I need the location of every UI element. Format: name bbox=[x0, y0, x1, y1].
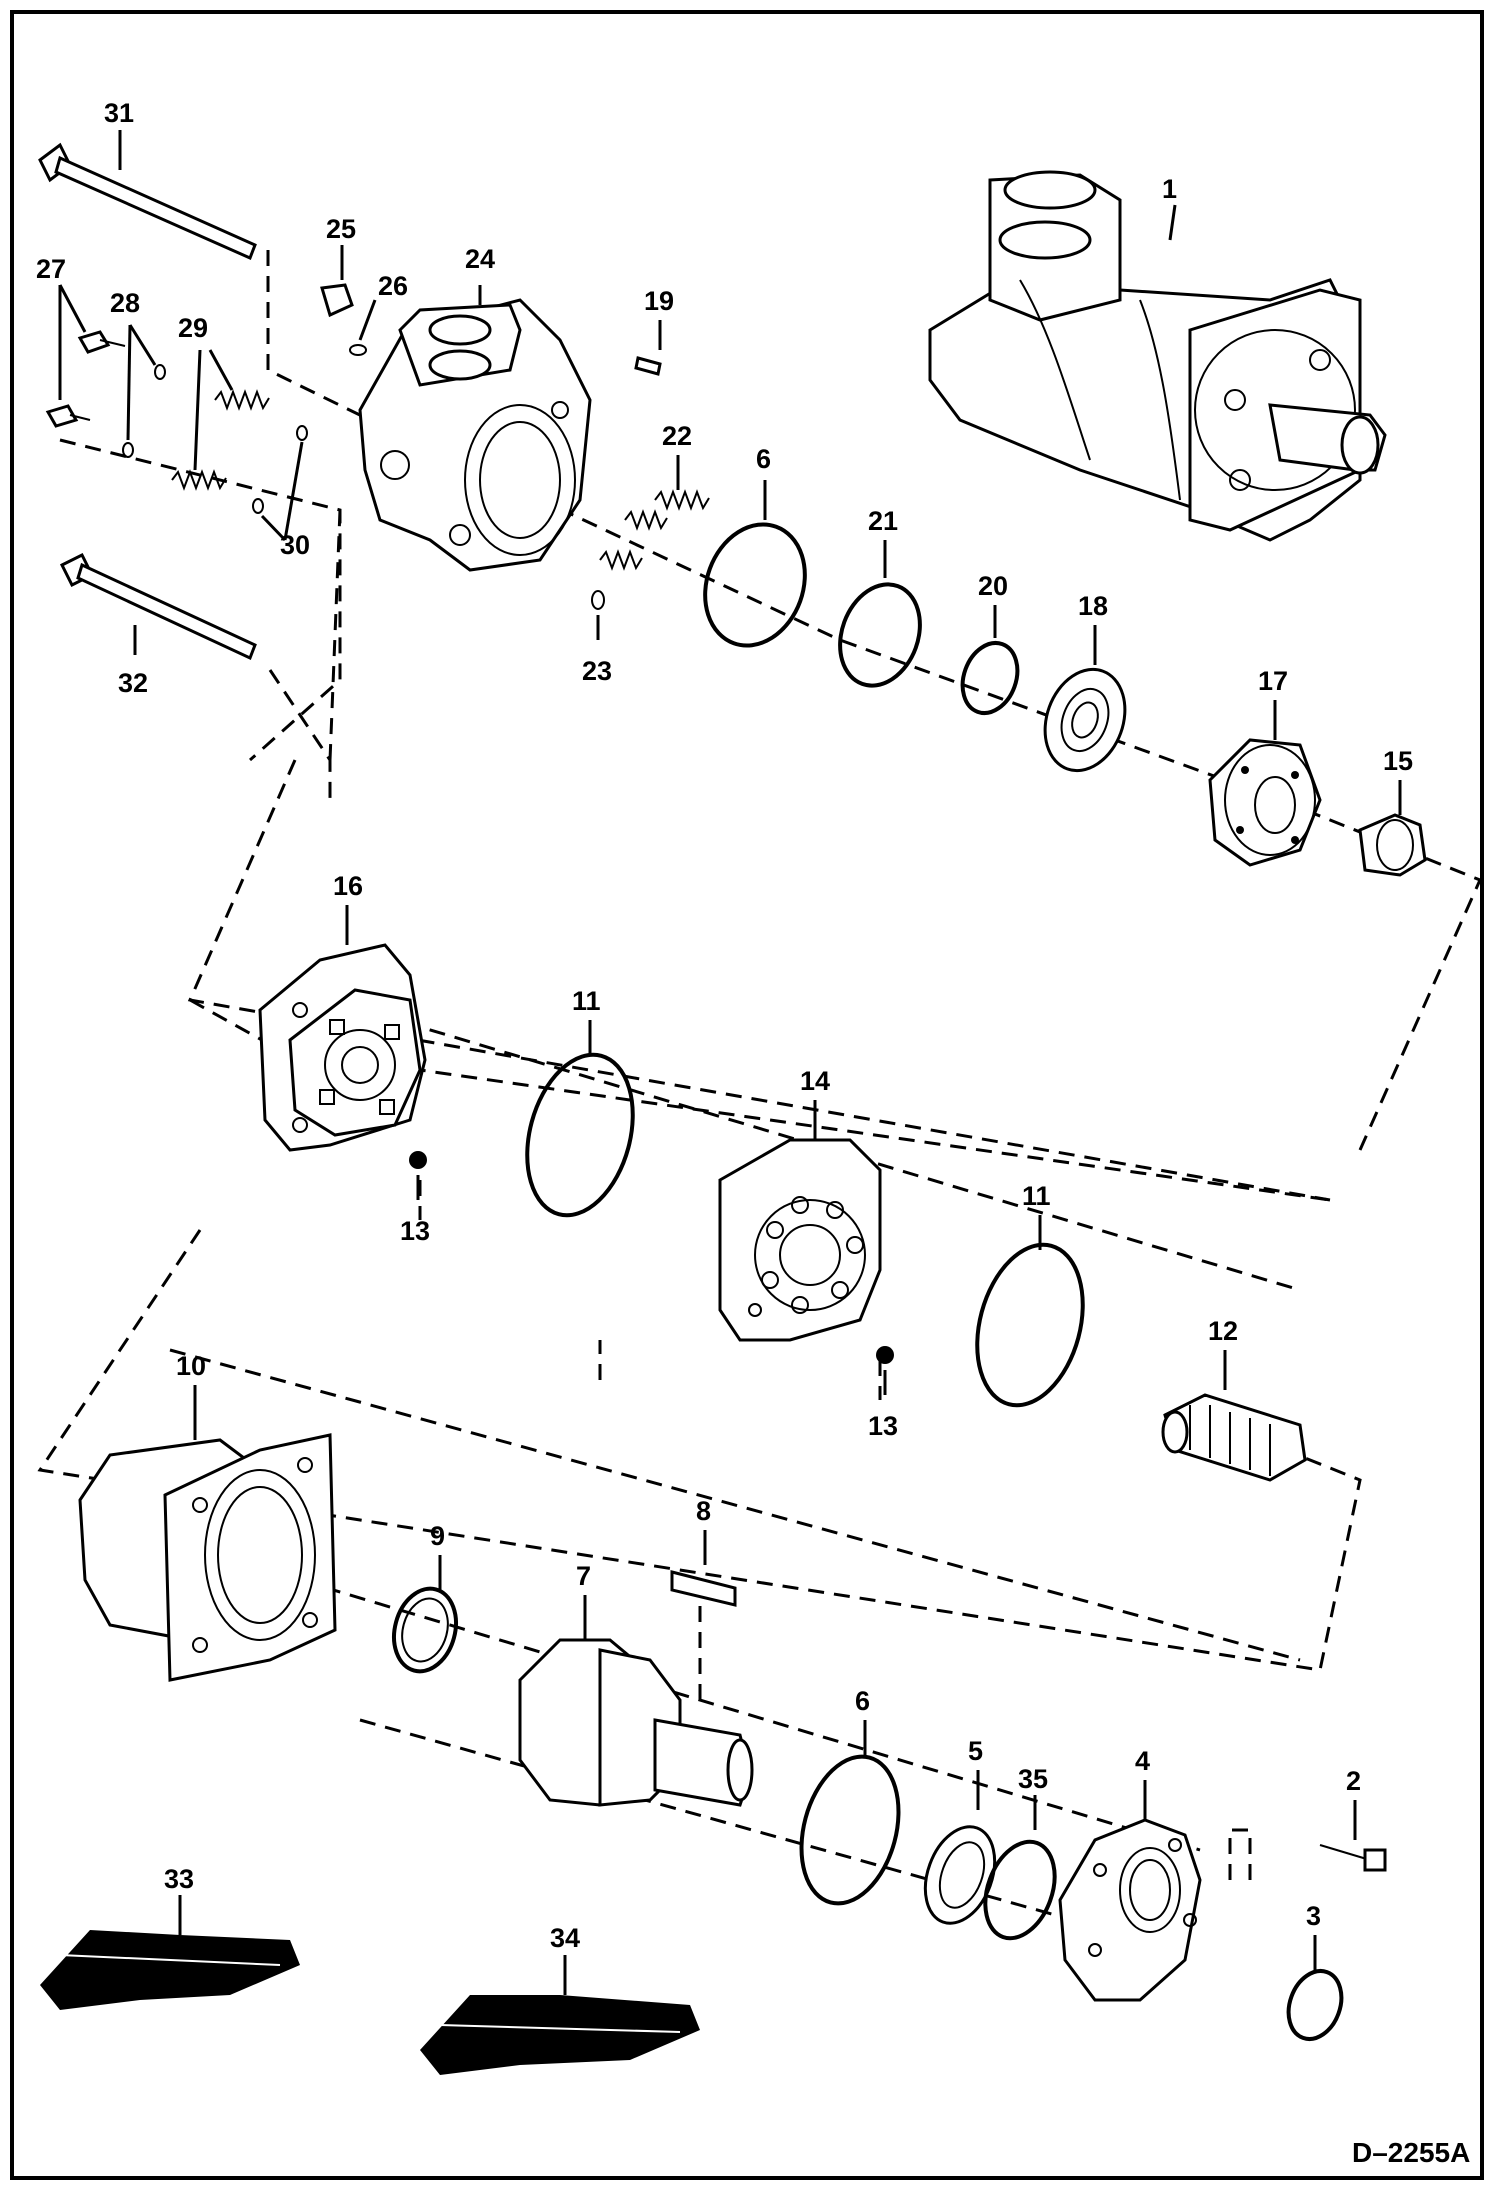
part-16-manifold bbox=[258, 905, 427, 1152]
part-6-o-ring-bottom bbox=[799, 1720, 901, 1906]
callout-2: 2 bbox=[1346, 1766, 1361, 1796]
part-18-seal bbox=[1043, 625, 1127, 773]
part-13-ball-left bbox=[409, 1151, 427, 1200]
callout-6-top: 6 bbox=[756, 444, 771, 474]
callout-12: 12 bbox=[1208, 1316, 1238, 1346]
part-17-wear-plate bbox=[1208, 700, 1322, 867]
callout-5: 5 bbox=[968, 1736, 983, 1766]
callout-11-right: 11 bbox=[1022, 1181, 1051, 1211]
callout-14: 14 bbox=[800, 1066, 830, 1096]
callout-21: 21 bbox=[868, 506, 898, 536]
callout-33: 33 bbox=[164, 1864, 194, 1894]
part-31-bolt bbox=[38, 130, 257, 261]
callout-11-left: 11 bbox=[572, 986, 601, 1016]
callout-34: 34 bbox=[550, 1923, 580, 1953]
part-21-seal bbox=[838, 540, 922, 688]
callout-9: 9 bbox=[430, 1521, 445, 1551]
callout-7: 7 bbox=[576, 1561, 591, 1591]
part-8-key bbox=[670, 1530, 737, 1607]
callout-1: 1 bbox=[1162, 174, 1177, 204]
callout-13-right: 13 bbox=[868, 1411, 898, 1441]
callout-labels: 1 2 3 4 5 6 6 7 8 9 10 11 11 12 13 13 14… bbox=[36, 98, 1413, 1953]
callout-10: 10 bbox=[176, 1351, 206, 1381]
callout-24: 24 bbox=[465, 244, 495, 274]
part-22-springs bbox=[599, 455, 710, 571]
callout-26: 26 bbox=[378, 271, 408, 301]
part-11-seal-ring-right bbox=[975, 1215, 1085, 1408]
callout-23: 23 bbox=[582, 656, 612, 686]
part-5-seal bbox=[923, 1770, 997, 1925]
part-34-seal-kit bbox=[420, 1955, 700, 2075]
callout-19: 19 bbox=[644, 286, 674, 316]
part-3-snap-ring bbox=[1286, 1935, 1344, 2041]
callout-15: 15 bbox=[1383, 746, 1413, 776]
callout-20: 20 bbox=[978, 571, 1008, 601]
callout-29: 29 bbox=[178, 313, 208, 343]
callout-28: 28 bbox=[110, 288, 140, 318]
callout-31: 31 bbox=[104, 98, 134, 128]
part-35-ring bbox=[983, 1795, 1057, 1941]
part-10-bearing-housing bbox=[78, 1385, 337, 1682]
part-27-screws bbox=[45, 284, 126, 428]
callout-25: 25 bbox=[326, 214, 356, 244]
part-33-seal-kit bbox=[40, 1895, 300, 2010]
part-13-ball-right bbox=[876, 1346, 894, 1395]
callout-30: 30 bbox=[280, 530, 310, 560]
callout-13-left: 13 bbox=[400, 1216, 430, 1246]
part-11-seal-ring-left bbox=[525, 1020, 635, 1218]
part-12-drive-shaft bbox=[1161, 1350, 1307, 1482]
part-20-ring bbox=[960, 605, 1020, 715]
part-4-end-cover bbox=[1058, 1780, 1202, 2002]
part-29-springs bbox=[171, 349, 270, 491]
drawing-code: D–2255A bbox=[1352, 2137, 1470, 2168]
part-14-gerotor bbox=[718, 1100, 882, 1342]
callout-3: 3 bbox=[1306, 1901, 1321, 1931]
part-24-valve-housing bbox=[358, 285, 592, 572]
part-6-o-ring-top bbox=[703, 480, 807, 648]
callout-35: 35 bbox=[1018, 1764, 1048, 1794]
part-1-motor-assembly bbox=[928, 170, 1387, 542]
part-32-bolt bbox=[59, 552, 257, 661]
part-30-balls bbox=[252, 425, 308, 542]
part-19-pin bbox=[634, 320, 662, 376]
callout-8: 8 bbox=[696, 1496, 711, 1526]
callout-6-bottom: 6 bbox=[855, 1686, 870, 1716]
part-26-o-ring bbox=[349, 299, 377, 356]
part-7-output-shaft bbox=[518, 1595, 754, 1807]
part-28-o-rings bbox=[122, 324, 166, 458]
callout-16: 16 bbox=[333, 871, 363, 901]
callout-17: 17 bbox=[1258, 666, 1288, 696]
part-25-plug bbox=[320, 245, 354, 318]
callout-32: 32 bbox=[118, 668, 148, 698]
callout-4: 4 bbox=[1135, 1746, 1150, 1776]
part-9-seal bbox=[392, 1555, 458, 1674]
part-23-o-ring bbox=[591, 590, 605, 640]
part-15-spline-coupling bbox=[1358, 780, 1427, 877]
part-2-screw bbox=[1319, 1800, 1387, 1872]
callout-27: 27 bbox=[36, 254, 66, 284]
callout-18: 18 bbox=[1078, 591, 1108, 621]
callout-22: 22 bbox=[662, 421, 692, 451]
